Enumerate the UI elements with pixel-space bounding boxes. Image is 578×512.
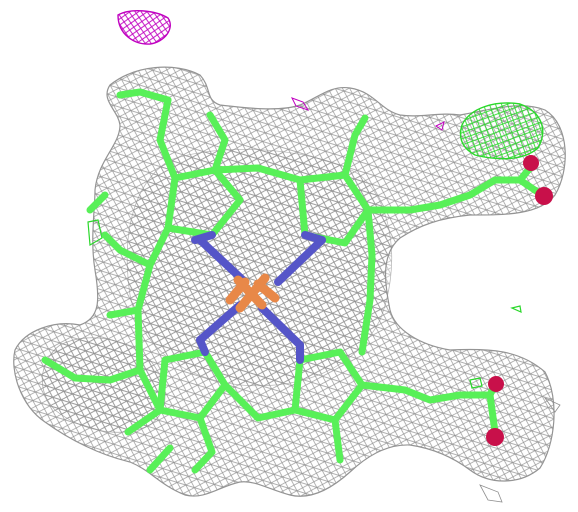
iron-atom[interactable]	[225, 273, 280, 313]
oxygen-atom[interactable]	[488, 376, 504, 392]
green-density-blob	[87, 102, 544, 389]
oxygen-atoms[interactable]	[486, 155, 553, 446]
magenta-density-blob	[117, 10, 445, 131]
oxygen-atom[interactable]	[523, 155, 539, 171]
carbon-bonds	[41, 88, 546, 474]
nitrogen-atoms	[191, 231, 326, 364]
oxygen-atom[interactable]	[535, 187, 553, 205]
heme-molecule[interactable]	[41, 88, 553, 474]
oxygen-atom[interactable]	[486, 428, 504, 446]
